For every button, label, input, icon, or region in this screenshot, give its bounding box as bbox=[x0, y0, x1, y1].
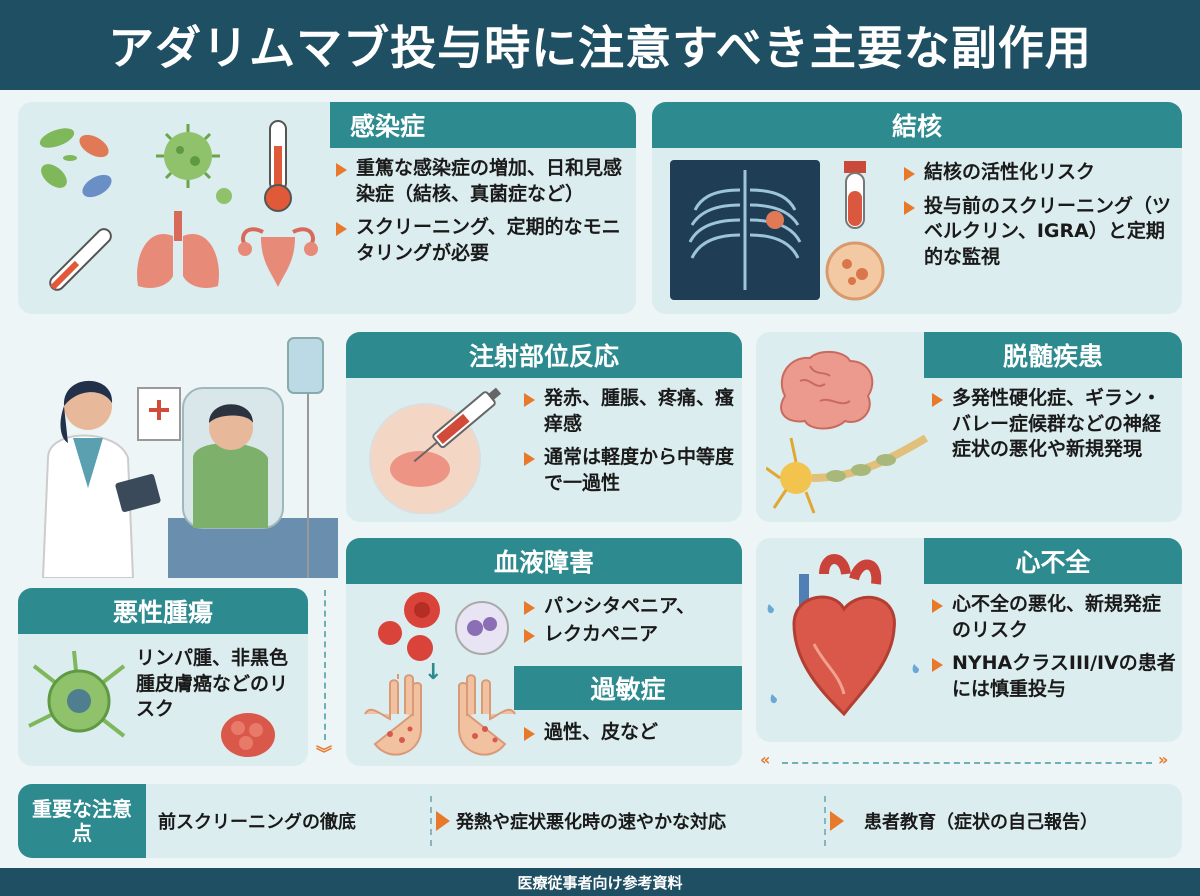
page-title: アダリムマブ投与時に注意すべき主要な副作用 bbox=[0, 0, 1200, 90]
bullet-item: 重篤な感染症の増加、日和見感染症（結核、真菌症など） bbox=[334, 156, 630, 207]
hypersensitivity-bullets: 過性、皮など bbox=[522, 720, 736, 754]
tb-bullets: 結核の活性化リスク 投与前のスクリーニング（ツベルクリン、IGRA）と定期的な監… bbox=[902, 160, 1172, 279]
heart-bullets: 心不全の悪化、新規発症のリスク NYHAクラスIII/IVの患者には慎重投与 bbox=[930, 592, 1176, 711]
cancer-cell-icon bbox=[221, 713, 275, 757]
uterus-icon bbox=[238, 227, 318, 287]
chevron-left-icon: « bbox=[760, 750, 771, 769]
card-title-demyelination: 脱髄疾患 bbox=[924, 332, 1182, 378]
bacteria-icon bbox=[39, 128, 112, 198]
card-title-heart: 心不全 bbox=[924, 538, 1182, 584]
divider bbox=[324, 590, 326, 740]
card-title-blood: 血液障害 bbox=[346, 538, 742, 584]
syringe-icon bbox=[369, 387, 502, 514]
card-heart: 心不全 心不全の悪化、新規発症のリスク NYHAクラスIII/IVの患者には慎重… bbox=[756, 538, 1182, 742]
bullet-item: レクカペニア bbox=[522, 622, 736, 648]
arrow-down-icon: ↓ bbox=[424, 660, 443, 685]
card-title-injection: 注射部位反応 bbox=[346, 332, 742, 378]
bullet-item: NYHAクラスIII/IVの患者には慎重投与 bbox=[930, 651, 1176, 702]
chevron-down-icon: ︾ bbox=[316, 744, 333, 763]
heart-icon bbox=[767, 554, 919, 717]
thermometer-icon bbox=[49, 228, 112, 291]
malignancy-text: リンパ腫、非黒色腫皮膚癌などのリスク bbox=[136, 647, 289, 721]
card-blood: 血液障害 ↓ パンシタペニア、 レクカペニア 過敏症 過性、皮など bbox=[346, 538, 742, 766]
bullet-item: 過性、皮など bbox=[522, 720, 736, 746]
arrow-right-icon bbox=[830, 811, 844, 831]
card-title-tb: 結核 bbox=[652, 102, 1182, 148]
key-point-item: 前スクリーニングの徹底 bbox=[158, 812, 356, 833]
key-point-item: 発熱や症状悪化時の速やかな対応 bbox=[456, 812, 726, 833]
divider bbox=[824, 796, 826, 846]
xray-icon bbox=[670, 160, 820, 300]
bullet-item: 投与前のスクリーニング（ツベルクリン、IGRA）と定期的な監視 bbox=[902, 194, 1172, 271]
hand-rash-icon bbox=[364, 674, 516, 756]
card-injection: 注射部位反応 発赤、腫脹、疼痛、瘙痒感 通常は軽度から中等度で一過性 bbox=[346, 332, 742, 522]
key-point-item: 患者教育（症状の自己報告） bbox=[864, 812, 1098, 833]
key-points-label: 重要な注意点 bbox=[18, 784, 146, 858]
key-points: 重要な注意点 前スクリーニングの徹底 発熱や症状悪化時の速やかな対応 患者教育（… bbox=[18, 784, 1182, 858]
virus-icon bbox=[156, 124, 232, 204]
doctor-patient-icon bbox=[18, 328, 338, 578]
card-title-infection: 感染症 bbox=[330, 102, 636, 148]
card-tb: 結核 結核の活性化リスク 投与前のスクリーニング（ツベルクリン、IGRA）と定期… bbox=[652, 102, 1182, 314]
bullet-item: 心不全の悪化、新規発症のリスク bbox=[930, 592, 1176, 643]
blood-tube-icon bbox=[825, 161, 885, 301]
divider bbox=[430, 796, 432, 846]
injection-bullets: 発赤、腫脹、疼痛、瘙痒感 通常は軽度から中等度で一過性 bbox=[522, 386, 736, 505]
demyelination-bullets: 多発性硬化症、ギラン・バレー症候群などの神経症状の悪化や新規発現 bbox=[930, 386, 1176, 471]
bullet-item: 多発性硬化症、ギラン・バレー症候群などの神経症状の悪化や新規発現 bbox=[930, 386, 1176, 463]
bullet-item: 発赤、腫脹、疼痛、瘙痒感 bbox=[522, 386, 736, 437]
brain-icon bbox=[780, 350, 874, 430]
neuron-icon bbox=[766, 434, 929, 514]
arrow-right-icon bbox=[436, 811, 450, 831]
thermometer-icon bbox=[264, 120, 292, 212]
card-title-malignancy: 悪性腫瘍 bbox=[18, 588, 308, 634]
chevron-right-icon: » bbox=[1158, 750, 1169, 769]
bullet-item: 通常は軽度から中等度で一過性 bbox=[522, 445, 736, 496]
bullet-item: パンシタペニア、 bbox=[522, 594, 736, 620]
card-malignancy: 悪性腫瘍 リンパ腫、非黒色腫皮膚癌などのリスク bbox=[18, 588, 308, 766]
blood-cell-icon bbox=[378, 592, 509, 661]
bullet-item: 結核の活性化リスク bbox=[902, 160, 1172, 186]
infection-bullets: 重篤な感染症の増加、日和見感染症（結核、真菌症など） スクリーニング、定期的なモ… bbox=[334, 156, 630, 275]
card-infection: 感染症 重篤な感染症の増加、日和見感染症（結核、真菌症など） スクリーニング、定… bbox=[18, 102, 636, 314]
bullet-item: スクリーニング、定期的なモニタリングが必要 bbox=[334, 215, 630, 266]
cancer-cell-icon bbox=[28, 650, 126, 738]
card-demyelination: 脱髄疾患 多発性硬化症、ギラン・バレー症候群などの神経症状の悪化や新規発現 bbox=[756, 332, 1182, 522]
footer: 医療従事者向け参考資料 bbox=[0, 868, 1200, 896]
blood-bullets: パンシタペニア、 レクカペニア bbox=[522, 594, 736, 655]
card-title-hypersensitivity: 過敏症 bbox=[514, 666, 742, 710]
lungs-icon bbox=[137, 211, 219, 288]
divider bbox=[782, 762, 1152, 764]
